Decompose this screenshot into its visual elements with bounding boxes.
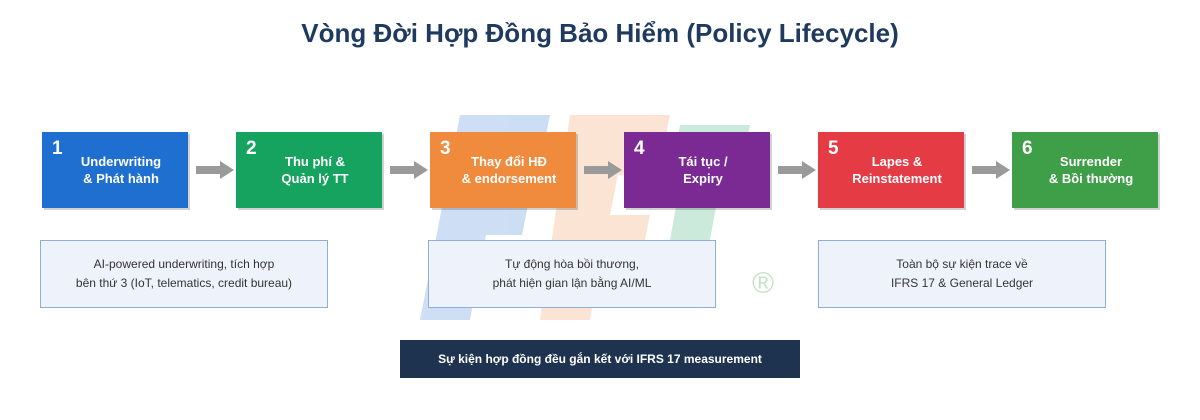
step-label: Underwriting & Phát hành bbox=[80, 154, 162, 186]
arrow-right-icon bbox=[584, 161, 622, 179]
arrow-right-icon bbox=[196, 161, 234, 179]
step-number: 3 bbox=[440, 138, 451, 159]
arrow-right-icon bbox=[778, 161, 816, 179]
note-claims-ai: Tự động hòa bồi thương, phát hiện gian l… bbox=[428, 240, 716, 308]
step-6: 6 Surrender & Bồi thường bbox=[1012, 132, 1158, 208]
diagram-title: Vòng Đời Hợp Đồng Bảo Hiểm (Policy Lifec… bbox=[301, 18, 899, 48]
registered-mark: ® bbox=[752, 267, 774, 300]
ifrs17-banner: Sự kiện hợp đồng đều gắn kết với IFRS 17… bbox=[400, 340, 800, 378]
step-label: Lapes & Reinstatement bbox=[852, 154, 942, 186]
step-3: 3 Thay đổi HĐ & endorsement bbox=[430, 132, 576, 208]
step-number: 2 bbox=[246, 138, 257, 159]
note-ifrs17-trace: Toàn bộ sự kiện trace về IFRS 17 & Gener… bbox=[818, 240, 1106, 308]
step-5: 5 Lapes & Reinstatement bbox=[818, 132, 964, 208]
step-number: 4 bbox=[634, 138, 645, 159]
arrow-right-icon bbox=[972, 161, 1010, 179]
arrow-right-icon bbox=[390, 161, 428, 179]
step-2: 2 Thu phí & Quản lý TT bbox=[236, 132, 382, 208]
step-label: Thu phí & Quản lý TT bbox=[281, 154, 349, 186]
step-label: Thay đổi HĐ & endorsement bbox=[461, 154, 557, 186]
step-number: 1 bbox=[52, 138, 63, 159]
step-label: Tái tục / Expiry bbox=[678, 154, 728, 186]
step-4: 4 Tái tục / Expiry bbox=[624, 132, 770, 208]
step-label: Surrender & Bồi thường bbox=[1048, 154, 1134, 186]
note-underwriting: AI-powered underwriting, tích hợp bên th… bbox=[40, 240, 328, 308]
step-number: 6 bbox=[1022, 138, 1033, 159]
step-1: 1 Underwriting & Phát hành bbox=[42, 132, 188, 208]
step-number: 5 bbox=[828, 138, 839, 159]
